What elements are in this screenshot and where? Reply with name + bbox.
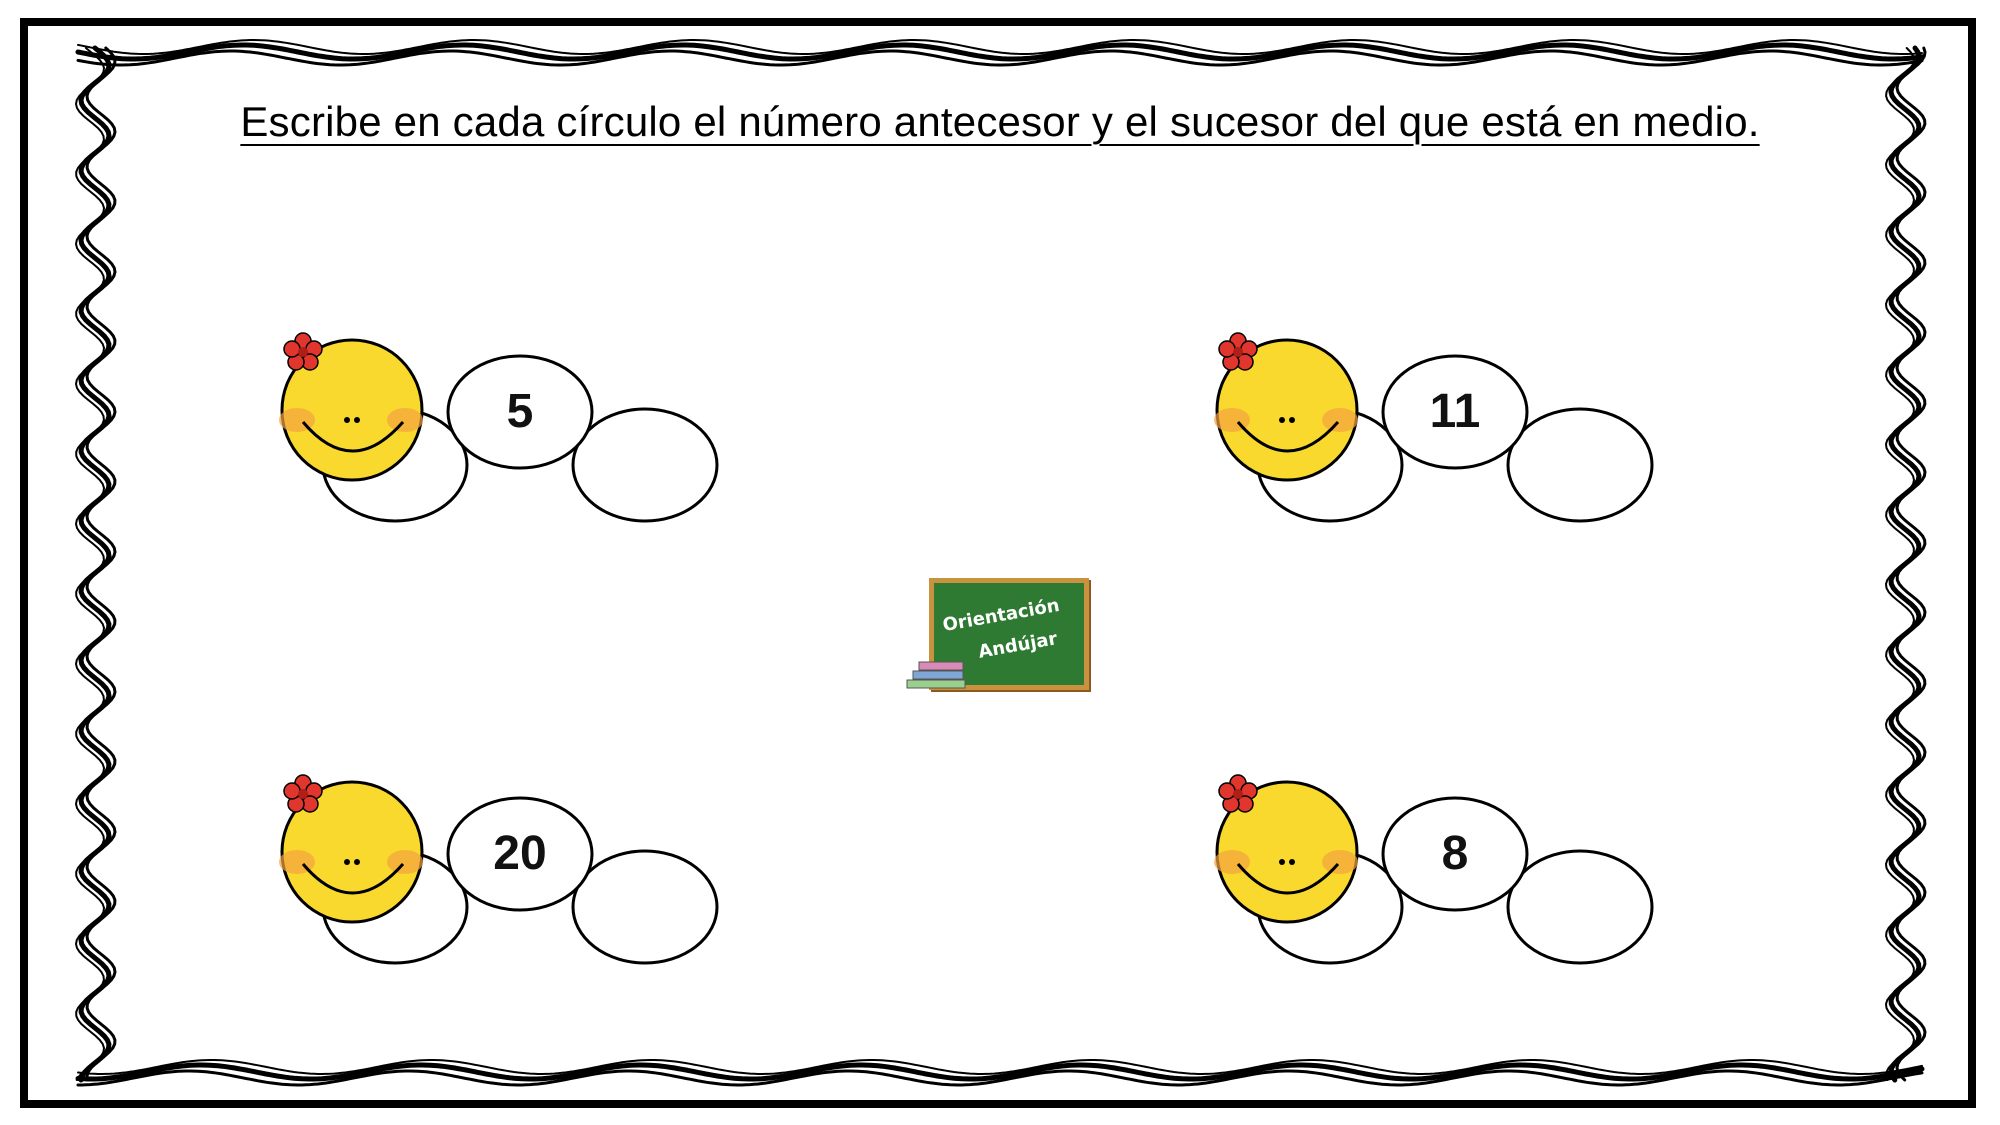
caterpillar-drawing [279,774,719,965]
middle-circle [446,354,594,470]
middle-circle [446,796,594,912]
middle-number: 11 [1429,385,1481,438]
predecessor-answer-slot[interactable] [325,410,465,520]
caterpillar-exercise-2: 11 [1210,330,1770,530]
smiley-face-icon [279,338,424,482]
caterpillar-exercise-1: 5 [275,330,835,530]
instruction-title: Escribe en cada círculo el número antece… [240,98,1760,145]
smiley-face-icon [1214,780,1359,924]
successor-circle [571,849,719,965]
wavy-border-stroke [76,1069,1924,1087]
wavy-border-stroke [75,42,1925,62]
orientacion-andujar-logo: Orientación Andújar [905,578,1095,698]
wavy-border-stroke [1895,46,1927,1082]
middle-circle [1381,354,1529,470]
middle-circle [1381,796,1529,912]
predecessor-answer-slot[interactable] [1260,410,1400,520]
middle-number: 5 [506,385,534,438]
flower-icon [283,774,323,813]
caterpillar-drawing [279,332,719,523]
predecessor-answer-slot[interactable] [325,852,465,962]
successor-answer-slot[interactable] [1510,410,1650,520]
middle-number: 8 [1441,827,1469,880]
flower-icon [283,332,323,371]
successor-answer-slot[interactable] [575,410,715,520]
wavy-border-stroke [77,39,1923,55]
smiley-face-icon [1214,338,1359,482]
caterpillar-drawing [1214,332,1654,523]
wavy-border-stroke [85,46,117,1082]
logo-line-2: Andújar [976,628,1059,663]
successor-circle [1506,849,1654,965]
successor-answer-slot[interactable] [575,852,715,962]
wavy-border-stroke [74,47,106,1081]
caterpillar-exercise-4: 8 [1210,772,1770,972]
wavy-border-stroke [1884,47,1916,1081]
flower-icon [1218,774,1258,813]
successor-circle [571,407,719,523]
successor-answer-slot[interactable] [1510,852,1650,962]
caterpillar-drawing [1214,774,1654,965]
middle-number: 20 [493,827,547,880]
wavy-border-stroke [77,1059,1923,1075]
predecessor-answer-slot[interactable] [1260,852,1400,962]
caterpillar-exercise-3: 20 [275,772,835,972]
wavy-border-stroke [75,1062,1925,1082]
flower-icon [1218,332,1258,371]
successor-circle [1506,407,1654,523]
wavy-border-stroke [76,49,1924,67]
books-icon [906,661,966,689]
smiley-face-icon [279,780,424,924]
